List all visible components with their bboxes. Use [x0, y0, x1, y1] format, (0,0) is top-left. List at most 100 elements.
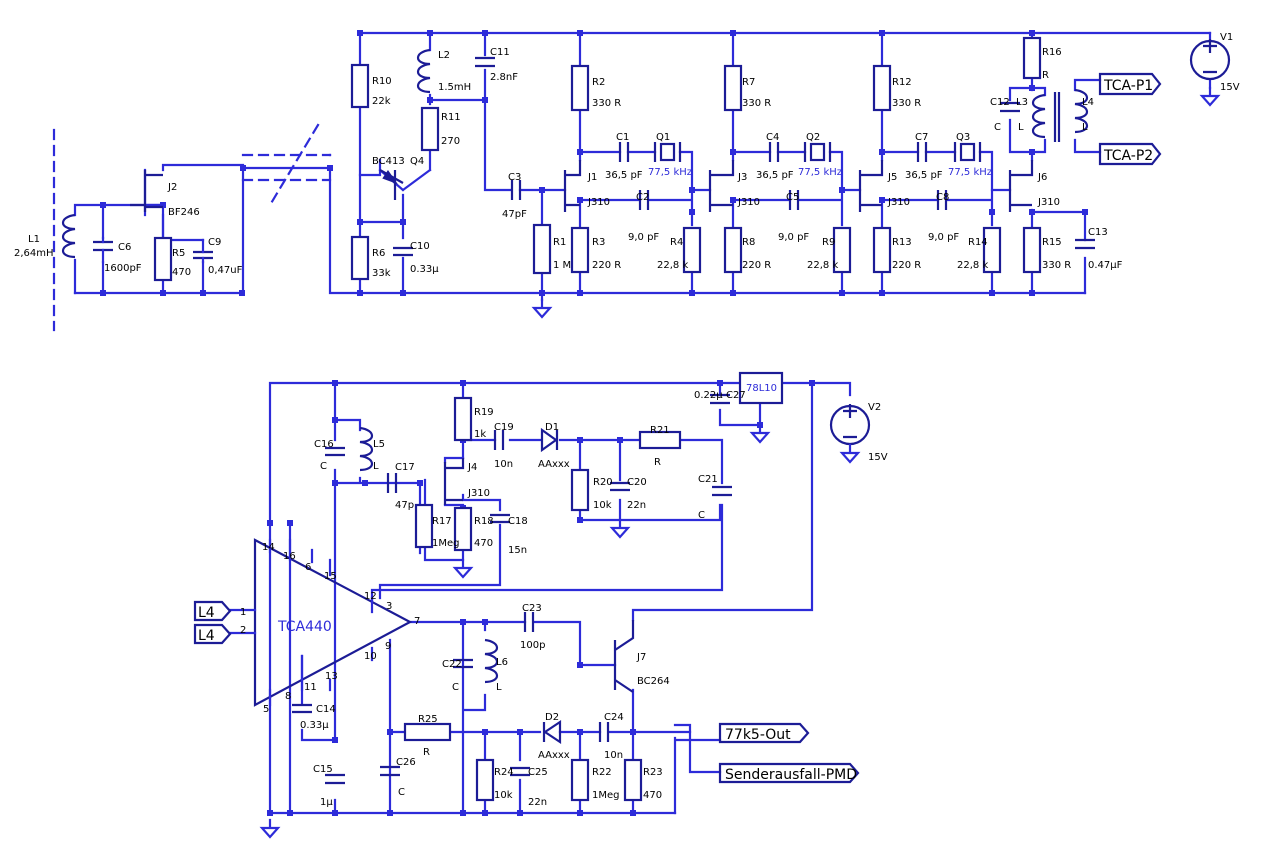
capacitor-C13 [1075, 238, 1095, 250]
lbl-R3: R3 [592, 237, 605, 248]
voltage-source-V1 [1189, 39, 1231, 81]
lbl-J4t: J310 [467, 488, 490, 499]
lbl-L1v: 2,64mH [14, 248, 54, 259]
lbl-C18: C18 [508, 516, 528, 527]
lbl-pin13: 13 [325, 671, 338, 682]
lbl-C20: C20 [627, 477, 647, 488]
lbl-pin14: 14 [262, 542, 275, 553]
port-77k5-out [718, 722, 810, 744]
lbl-R13: R13 [892, 237, 912, 248]
coil-L5 [359, 426, 374, 472]
lbl-L4v: L [1082, 122, 1088, 133]
lbl-out2: Senderausfall-PMD [725, 767, 857, 783]
port-senderausfall [718, 762, 860, 784]
lbl-C2v: 9,0 pF [628, 232, 659, 243]
resistor-R11 [420, 106, 440, 152]
lbl-Q4: Q4 [410, 156, 424, 167]
lbl-C26v: C [398, 787, 405, 798]
lbl-R2: R2 [592, 77, 605, 88]
capacitor-C20 [610, 481, 630, 492]
capacitor-C9 [193, 238, 213, 264]
capacitor-C5 [788, 190, 800, 210]
lbl-TCAP1: TCA-P1 [1103, 78, 1153, 94]
resistor-R18 [453, 506, 473, 552]
lbl-R10: R10 [372, 76, 392, 87]
lbl-Q2v: 77,5 kHz [798, 167, 842, 178]
lbl-pin5: 5 [263, 704, 269, 715]
lbl-J1t: J310 [587, 197, 610, 208]
capacitor-C18 [490, 513, 510, 524]
crystal-Q1 [653, 142, 682, 162]
lbl-C25: C25 [528, 767, 548, 778]
lbl-reg: 78L10 [746, 383, 777, 394]
capacitor-C16 [325, 446, 345, 457]
lbl-R19: R19 [474, 407, 494, 418]
lbl-C21v: C [698, 510, 705, 521]
jfet-J6 [1008, 160, 1034, 212]
lbl-Q2: Q2 [806, 132, 820, 143]
lbl-R14: R14 [968, 237, 988, 248]
crystal-Q3 [953, 142, 982, 162]
lbl-R5v: 470 [172, 267, 191, 278]
lbl-L5: L5 [373, 439, 385, 450]
lbl-R18: R18 [474, 516, 494, 527]
jfet-J4 [443, 458, 465, 505]
lbl-R11: R11 [441, 112, 461, 123]
lbl-J2: J2 [167, 182, 177, 193]
capacitor-C8 [936, 190, 948, 210]
lbl-R16: R16 [1042, 47, 1062, 58]
resistor-R1 [532, 223, 552, 275]
lbl-C11: C11 [490, 47, 510, 58]
lbl-J6t: J310 [1037, 197, 1060, 208]
jfet-J3 [708, 160, 735, 212]
lbl-C8v: 9,0 pF [928, 232, 959, 243]
lbl-J6: J6 [1037, 172, 1047, 183]
lbl-J5t: J310 [887, 197, 910, 208]
lbl-C6: C6 [118, 242, 131, 253]
lbl-C9v: 0,47uF [208, 265, 243, 276]
lbl-Q3v: 77,5 kHz [948, 167, 992, 178]
lbl-C8: C8 [936, 192, 949, 203]
port-TCA-P2 [1098, 142, 1162, 166]
lbl-R6v: 33k [372, 268, 391, 279]
lbl-pin11: 11 [304, 682, 317, 693]
jfet-J5 [858, 160, 884, 212]
lbl-TCAP2: TCA-P2 [1103, 148, 1153, 164]
lbl-R20v: 10k [593, 500, 612, 511]
lbl-Q1v: 77,5 kHz [648, 167, 692, 178]
lbl-V1: V1 [1220, 32, 1233, 43]
bottom-components [193, 371, 871, 839]
lbl-R9: R9 [822, 237, 835, 248]
ic-TCA440 [253, 538, 413, 707]
lbl-R8v: 220 R [742, 260, 771, 271]
capacitor-C11 [475, 56, 495, 68]
capacitor-C25 [510, 766, 530, 777]
lbl-D2: D2 [545, 712, 559, 723]
lbl-V2: V2 [868, 402, 881, 413]
resistor-R2 [570, 64, 590, 112]
lbl-R24v: 10k [494, 790, 513, 801]
lbl-pin9: 9 [385, 641, 391, 652]
lbl-pin3: 3 [386, 601, 392, 612]
lbl-J3: J3 [737, 172, 747, 183]
lbl-R22v: 1Meg [592, 790, 620, 801]
lbl-R8: R8 [742, 237, 755, 248]
capacitor-C24 [598, 722, 610, 742]
lbl-C17: C17 [395, 462, 415, 473]
lbl-C20v: 22n [627, 500, 646, 511]
bjt-J7 [613, 620, 635, 693]
lbl-R3v: 220 R [592, 260, 621, 271]
coil-L6 [484, 638, 499, 684]
lbl-C15: C15 [313, 764, 333, 775]
transformer-core [1053, 92, 1061, 142]
resistor-R17 [414, 503, 434, 549]
resistor-R19 [453, 396, 473, 442]
lbl-R6: R6 [372, 248, 385, 259]
lbl-C21: C21 [698, 474, 718, 485]
jfet-J1 [563, 160, 582, 212]
lbl-R4v: 22,8 k [657, 260, 688, 271]
capacitor-C15 [325, 773, 345, 785]
capacitor-C12 [1000, 101, 1020, 113]
lbl-R24: R24 [494, 767, 514, 778]
